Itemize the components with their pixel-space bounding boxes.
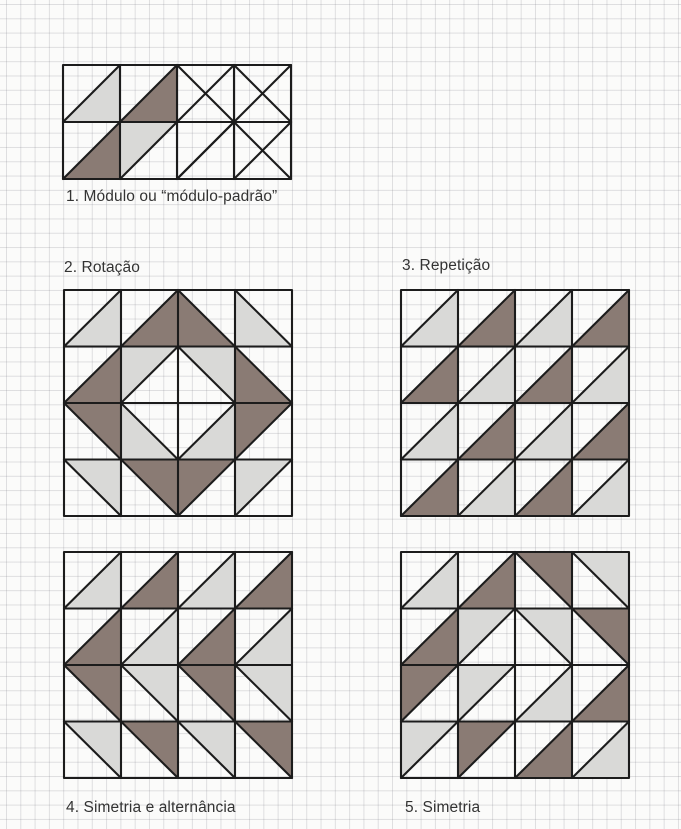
caption-repetition: 3. Repetição bbox=[402, 257, 490, 275]
diagonal-line bbox=[177, 122, 234, 179]
caption-symmetry-alternation: 4. Simetria e alternância bbox=[66, 799, 236, 817]
caption-rotation: 2. Rotação bbox=[64, 259, 140, 277]
caption-symmetry: 5. Simetria bbox=[405, 799, 480, 817]
rotation-pattern-grid bbox=[64, 290, 292, 516]
module-pattern-grid bbox=[63, 65, 291, 179]
caption-module: 1. Módulo ou “módulo-padrão” bbox=[66, 188, 277, 206]
repetition-pattern-grid bbox=[401, 290, 629, 516]
symmetry-pattern-grid bbox=[401, 552, 629, 778]
symmetry-alternation-pattern-grid bbox=[64, 552, 292, 778]
